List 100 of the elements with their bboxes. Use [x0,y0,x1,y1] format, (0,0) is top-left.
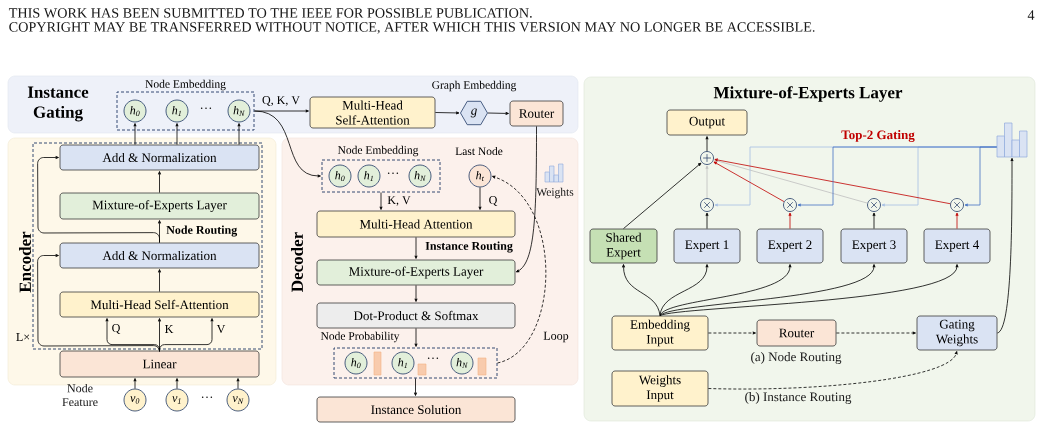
group-label: Node Embedding [145,79,226,91]
arrow [705,212,709,229]
times-circle [950,198,964,212]
arrow [158,171,161,193]
process-box: Expert 4 [923,228,991,264]
arrow [622,264,661,316]
arrow [237,123,241,145]
process-box: Multi-Head Attention [316,210,516,238]
edge-label: K, V [386,195,412,207]
arrow [713,161,785,202]
process-box: Expert 3 [840,228,908,264]
process-box: Multi-Head Self-Attention [59,291,260,318]
process-box: Add & Normalization [59,144,260,171]
arrow [997,157,1014,334]
arrow [379,192,383,210]
arrow [133,123,137,145]
circle-node: h$_{N}$ [450,351,474,375]
edge-label: K [163,324,175,334]
circle-node: h$_{t}$ [468,164,492,188]
arrow [714,158,951,205]
ellipsis: ··· [201,396,213,398]
arrow [133,378,137,389]
process-box: Instance Solution [316,396,516,423]
times-circle [783,198,797,212]
process-box: Router [756,319,837,347]
times-circle [700,198,714,212]
arrow [175,378,179,389]
arrow [254,110,321,178]
group-label: Node Probability [320,331,400,343]
process-box: Weights Input [611,370,709,407]
arrow [435,111,460,115]
circle-node: h$_{0}$ [328,164,352,188]
edge-label: Q [110,323,122,335]
arrow [836,331,916,335]
caption-label: Graph Embedding [432,80,517,92]
plus-circle [700,151,714,165]
hexagon-node: g [460,100,488,126]
arrow [659,264,709,316]
arrow [414,378,417,396]
circle-node: v$_{N}$ [226,388,250,412]
edge-label: Q [487,195,499,207]
arrow [37,156,160,243]
arrow [478,187,482,210]
process-box: Mixture-of-Experts Layer [59,192,260,220]
arrow [158,269,161,292]
circle-node: h$_{N}$ [227,99,251,123]
arrow [714,159,868,204]
arrow [659,264,792,316]
group-label: Node Embedding [337,145,419,157]
arrow [705,136,709,152]
arrow [623,162,702,229]
panel-title: Decoder [291,232,303,292]
arrow [487,111,509,115]
arrow [659,264,876,316]
side-label: Node Feature [62,383,98,407]
header-text: THIS WORK HAS BEEN SUBMITTED TO THE IEEE FOR POSSIBLE PUBLICATION. [8,8,532,18]
arrow [236,378,240,389]
circle-node: h$_{0}$ [344,351,368,375]
arrow [708,331,756,335]
arrow [37,254,160,352]
edge-label: V [215,324,227,334]
circle-node: h$_{N}$ [408,164,432,188]
arrow [659,264,959,316]
arrow [964,146,998,207]
annotation-label: Top-2 Gating [841,130,915,142]
caption-label: Last Node [455,146,503,156]
process-box: Gating Weights [916,315,998,351]
panel-title: Instance Gating [27,86,89,122]
arrow [414,285,418,302]
arrow [254,109,309,113]
process-box: Output [666,109,748,136]
process-box: Expert 1 [673,228,741,264]
panel-title: Encoder [19,231,31,293]
bar-chart-icon [996,122,1028,158]
icon-caption: Weights [536,187,574,199]
arrow [708,351,958,390]
ellipsis: ··· [200,107,212,109]
circle-node: h$_{0}$ [123,99,147,123]
process-box: Multi-Head Self-Attention [309,96,436,129]
process-box: Embedding Input [611,315,709,351]
arrow [515,126,537,273]
arrow [492,175,547,364]
process-box: Expert 2 [756,228,824,264]
circle-node: v$_{1}$ [165,388,189,412]
ellipsis: ··· [387,172,399,174]
process-box: Linear [59,350,260,378]
circle-node: h$_{1}$ [391,351,415,375]
ellipsis: ··· [427,357,439,359]
process-box: Mixture-of-Experts Layer [316,259,516,286]
circle-node: v$_{0}$ [123,388,147,412]
arrow [788,212,792,229]
arrow [872,212,876,229]
arrow [175,123,179,145]
process-box: Router [509,100,564,127]
times-circle [867,198,881,212]
arrow [955,212,959,229]
panel-title: Mixture-of-Experts Layer [713,86,903,102]
process-box: Add & Normalization [59,242,260,269]
edge-label: Q, K, V [261,95,301,107]
circle-node: h$_{1}$ [165,99,189,123]
